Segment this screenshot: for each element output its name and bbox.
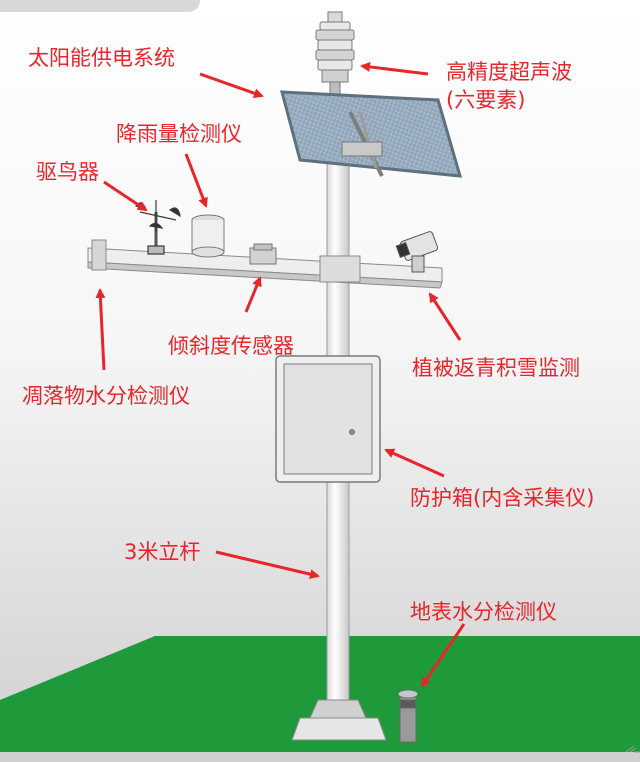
label-solar-system: 太阳能供电系统 — [28, 46, 175, 70]
arrow-box — [384, 448, 445, 478]
protective-box — [275, 355, 381, 483]
label-pole: 3米立杆 — [124, 540, 201, 564]
arrow-bird-repeller — [103, 180, 148, 212]
label-protective-box: 防护箱(内含采集仪) — [410, 486, 595, 510]
bird-repeller — [135, 200, 181, 255]
pole-base-plate — [291, 717, 387, 741]
label-rain-gauge: 降雨量检测仪 — [116, 122, 242, 146]
label-ultrasonic: 高精度超声波 (六要素) — [446, 58, 572, 114]
vegetation-camera — [395, 231, 439, 273]
arrow-camera — [428, 292, 462, 341]
surface-moisture-sensor — [397, 689, 419, 743]
callout-arrows — [95, 61, 466, 688]
label-bird-repeller: 驱鸟器 — [36, 160, 99, 184]
arrow-solar — [199, 72, 264, 99]
ultrasonic-sensor — [315, 11, 355, 97]
label-tilt-sensor: 倾斜度传感器 — [168, 334, 294, 358]
label-litter-moisture: 凋落物水分检测仪 — [22, 384, 190, 408]
tilt-sensor — [249, 243, 277, 265]
solar-panel — [280, 90, 463, 178]
label-surface-moisture: 地表水分检测仪 — [410, 600, 557, 624]
arrow-rain-gauge — [184, 153, 208, 208]
corner-mark — [625, 745, 640, 753]
label-ultrasonic-line1: 高精度超声波 — [446, 60, 572, 84]
label-vegetation-snow: 植被返青积雪监测 — [412, 356, 580, 380]
arrow-litter-moisture — [95, 288, 106, 371]
top-left-tab — [0, 0, 200, 12]
rain-gauge — [191, 214, 225, 258]
label-ultrasonic-line2: (六要素) — [446, 88, 526, 112]
cross-arm — [87, 239, 443, 289]
arrow-ultrasonic — [360, 61, 429, 76]
arrow-surface-moisture — [420, 623, 466, 688]
arrow-pole — [215, 550, 320, 580]
ground-plane — [0, 636, 640, 752]
arrow-tilt — [244, 276, 262, 313]
